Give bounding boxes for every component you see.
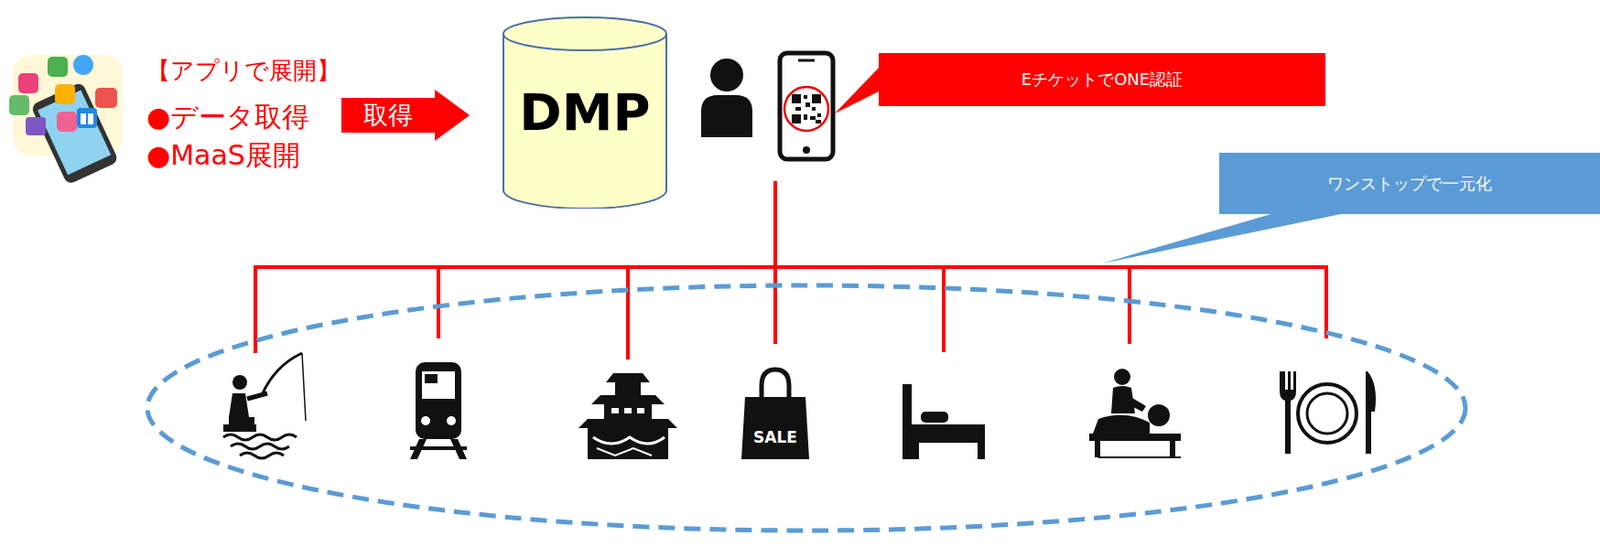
icon-text: SALE	[753, 428, 798, 447]
massage-icon	[1089, 368, 1181, 458]
group-ellipse	[147, 285, 1466, 531]
phone-icon	[779, 53, 833, 160]
callout-tail	[834, 67, 879, 114]
text-stack: EチケットでONE認証	[1021, 68, 1183, 91]
shopping-bag-icon	[741, 369, 810, 460]
cylinder-body	[503, 33, 667, 209]
castle-icon	[578, 373, 678, 460]
text-stack: 取得	[341, 98, 435, 132]
arrow-shape	[341, 89, 470, 141]
train-icon	[410, 362, 467, 460]
database-cylinder: DMP	[501, 15, 669, 209]
fishing-icon	[223, 353, 306, 459]
bullet-label: ●MaaS展開	[146, 137, 301, 175]
app-icons	[9, 54, 123, 185]
callout-tail	[1102, 213, 1346, 264]
callout-box: EチケットでONE認証	[878, 53, 1326, 107]
connection-tree	[253, 181, 1329, 360]
person-icon	[701, 58, 753, 138]
node-text: EチケットでONE認証	[1021, 68, 1183, 91]
node-text: ワンストップで一元化	[1327, 172, 1492, 195]
text-stack: ワンストップで一元化	[1327, 172, 1492, 195]
node-text: 取得	[341, 98, 435, 132]
tableware-icon	[1279, 371, 1376, 455]
callout-box: ワンストップで一元化	[1219, 152, 1600, 215]
node-text: DMP	[518, 82, 650, 142]
bed-icon	[902, 384, 985, 460]
cylinder-top	[503, 17, 667, 51]
text-stack: DMP	[518, 82, 650, 142]
bullet-label: ●データ取得	[146, 98, 310, 137]
arrow-box: 取得	[341, 89, 470, 141]
heading-label: 【アプリで展開】	[146, 54, 341, 87]
